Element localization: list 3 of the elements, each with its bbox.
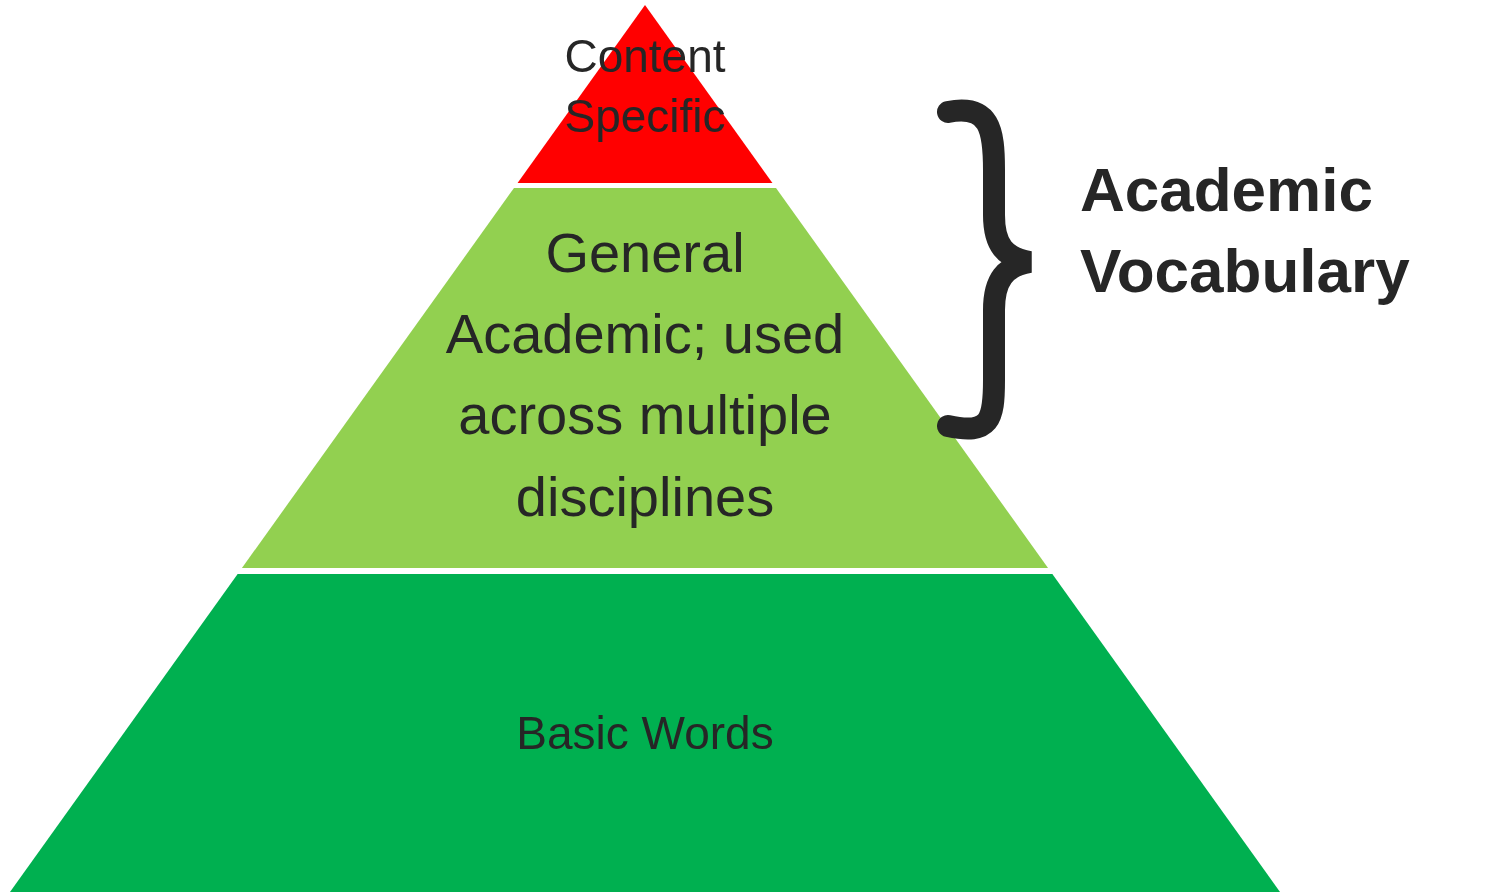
tier-label: Basic Words — [516, 706, 774, 761]
bracket-label: Academic Vocabulary — [1080, 154, 1411, 307]
tier-label: General Academic; used across multiple disciplines — [444, 220, 846, 530]
